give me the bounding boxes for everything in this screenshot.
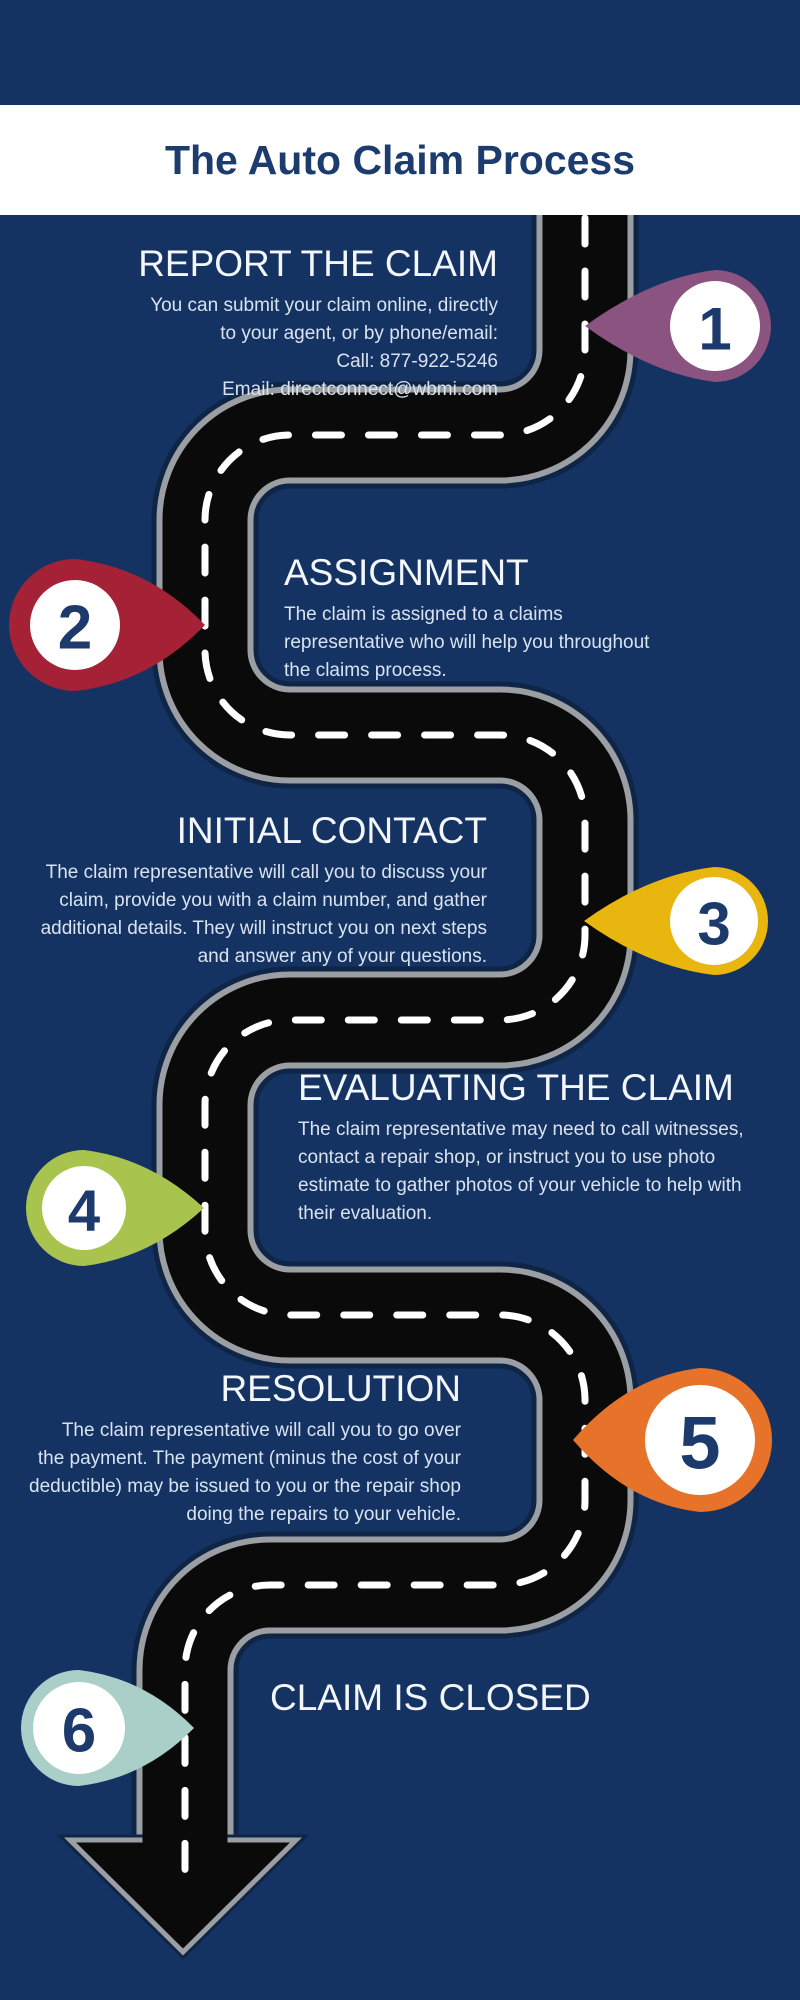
road-centerline [181,214,589,1892]
step-5-block: RESOLUTION The claim representative will… [1,1367,461,1529]
step-1-heading: REPORT THE CLAIM [138,243,498,284]
step-pin-6: 6 [21,1670,194,1786]
step-1-body: You can submit your claim online, direct… [150,295,498,400]
pin-4-number: 4 [68,1179,100,1244]
pin-3-circle [670,877,758,965]
title-banner: The Auto Claim Process [0,105,800,215]
pin-4-circle [42,1166,126,1250]
step-pin-4: 4 [26,1150,204,1266]
step-5-body: The claim representative will call you t… [29,1420,461,1525]
pin-5-circle [645,1385,755,1495]
step-3-heading: INITIAL CONTACT [176,810,487,851]
step-5-heading: RESOLUTION [220,1368,461,1409]
step-4-block: EVALUATING THE CLAIM The claim represent… [298,1066,788,1228]
step-pin-2: 2 [9,559,205,691]
step-2-body: The claim is assigned to a claims repres… [284,604,650,681]
step-pin-1: 1 [585,270,771,382]
step-2-heading: ASSIGNMENT [284,552,529,593]
step-6-block: CLAIM IS CLOSED [270,1676,690,1720]
step-1-block: REPORT THE CLAIM You can submit your cla… [68,242,498,404]
step-3-block: INITIAL CONTACT The claim representative… [0,809,487,971]
pin-5-number: 5 [679,1402,720,1485]
pin-2-number: 2 [58,594,92,663]
step-pin-3: 3 [584,867,768,975]
step-pin-5: 5 [573,1368,772,1512]
pin-2-circle [30,580,120,670]
page-title: The Auto Claim Process [164,136,636,183]
pin-1-number: 1 [698,296,731,363]
step-4-body: The claim representative may need to cal… [298,1119,744,1224]
step-6-heading: CLAIM IS CLOSED [270,1677,591,1718]
pin-6-circle [33,1682,125,1774]
step-3-body: The claim representative will call you t… [40,862,487,967]
step-4-heading: EVALUATING THE CLAIM [298,1067,734,1108]
step-2-block: ASSIGNMENT The claim is assigned to a cl… [284,551,714,685]
pin-1-circle [670,281,760,371]
pin-6-number: 6 [62,1697,96,1766]
pin-3-number: 3 [697,891,730,958]
